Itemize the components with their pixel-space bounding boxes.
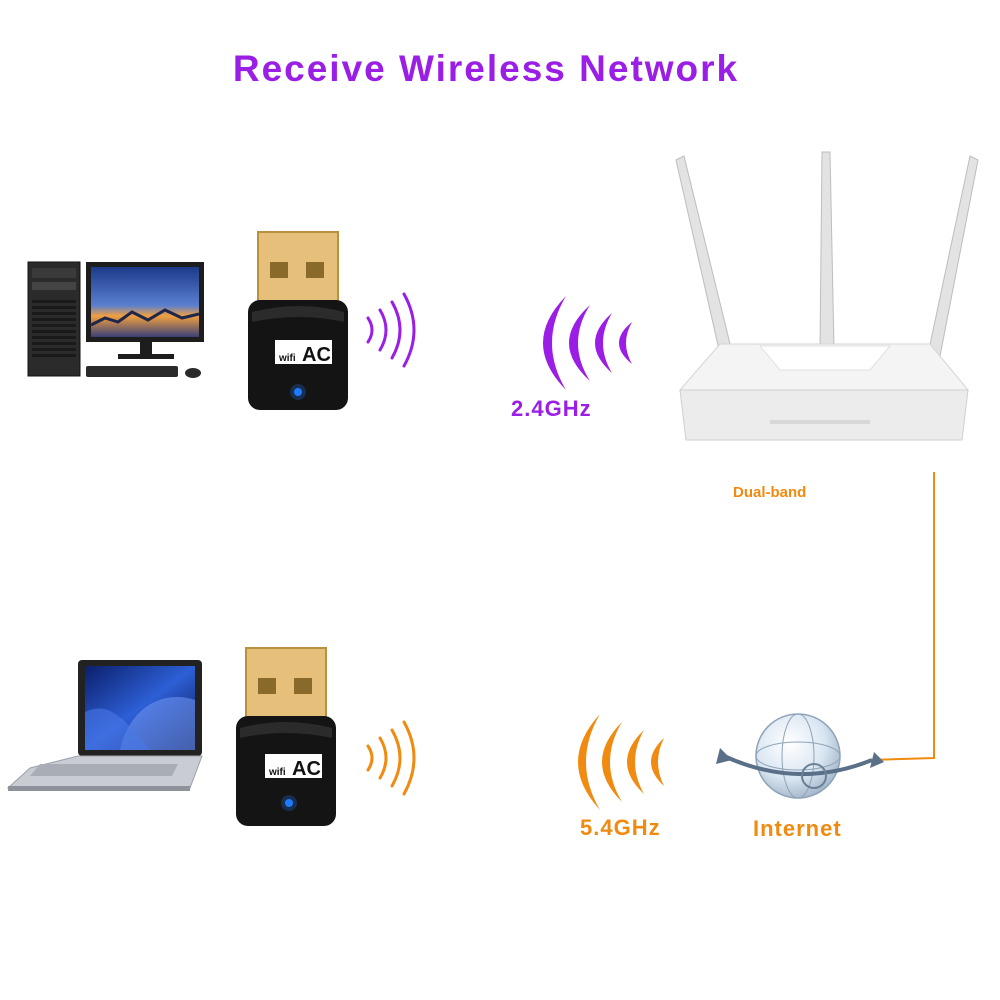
- adapter-badge-large: AC: [292, 758, 321, 780]
- signal-waves-icon: [578, 714, 664, 810]
- router-icon: [675, 151, 979, 441]
- band-54-label: 5.4GHz: [580, 815, 661, 840]
- router-label: Dual-band: [733, 484, 807, 501]
- laptop-icon: [6, 660, 203, 791]
- globe-internet-icon: [716, 713, 884, 799]
- adapter-badge-large: AC: [302, 344, 331, 366]
- usb-wifi-adapter-icon: [248, 231, 348, 410]
- connection-line: [869, 472, 935, 761]
- signal-waves-icon: [366, 292, 416, 368]
- adapter-badge-small: wifi: [268, 767, 286, 778]
- desktop-computer-icon: [27, 261, 204, 378]
- signal-waves-icon: [543, 296, 632, 390]
- diagram-title: Receive Wireless Network: [232, 48, 740, 89]
- internet-label: Internet: [753, 816, 842, 841]
- adapter-badge-small: wifi: [278, 353, 296, 364]
- band-24-label: 2.4GHz: [511, 396, 592, 421]
- signal-waves-icon: [366, 720, 416, 796]
- usb-wifi-adapter-icon: [236, 647, 336, 826]
